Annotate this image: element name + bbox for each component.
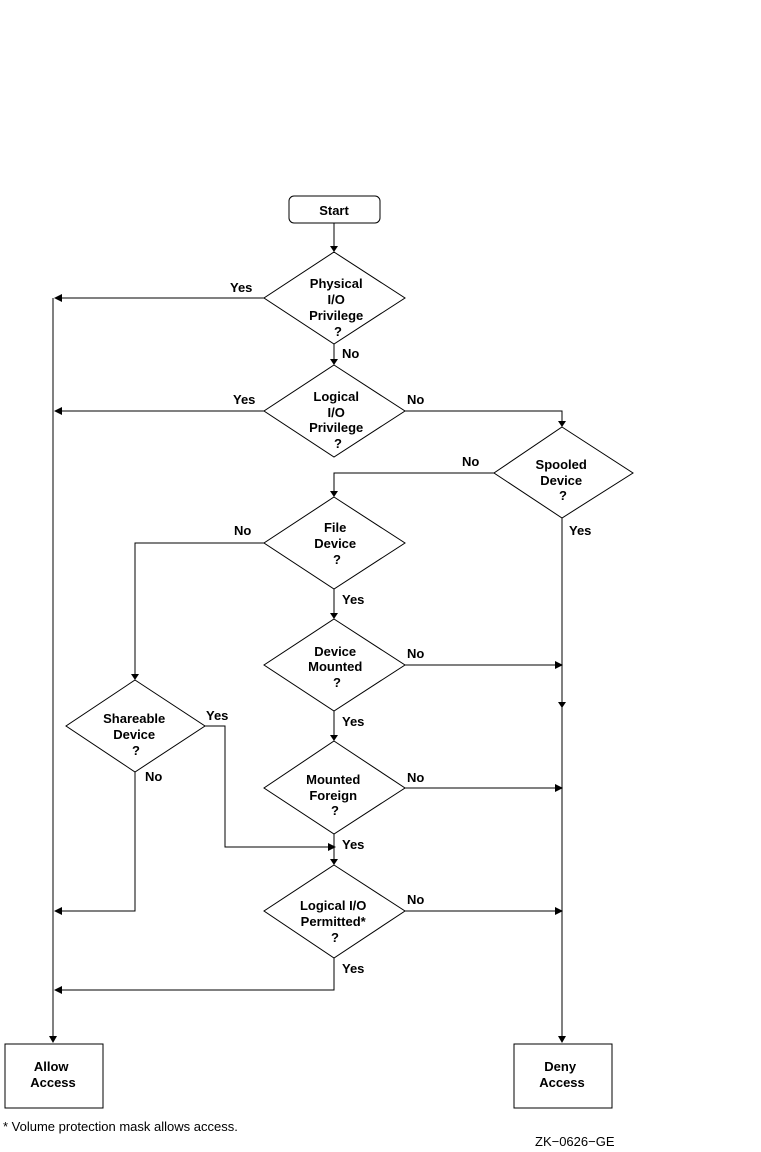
node-spooled-line-2: Device	[540, 473, 582, 488]
arrowhead	[54, 294, 62, 302]
node-permitted-line-3: ?	[331, 930, 339, 945]
arrowhead	[558, 1036, 566, 1043]
arrowhead	[330, 359, 338, 365]
node-logical-line-3: Privilege	[309, 420, 363, 435]
arrowhead	[558, 421, 566, 427]
node-spooled-line-1: Spooled	[536, 457, 587, 472]
node-foreign-line-2: Foreign	[309, 788, 357, 803]
node-logical-line-4: ?	[334, 436, 342, 451]
edge-label-physical-no: No	[342, 346, 359, 361]
arrowhead	[330, 246, 338, 252]
svg-text:Logical I/O Permitted*: Logical I/O Permitted* ?	[300, 898, 370, 945]
arrowhead	[555, 661, 563, 669]
node-file-line-3: ?	[333, 552, 341, 567]
node-device-mounted: Device Mounted ?	[263, 618, 406, 712]
node-physical-io-privilege: Physical I/O Privilege ?	[263, 251, 406, 345]
node-file-line-1: File	[324, 520, 346, 535]
edge-label-spooled-no: No	[462, 454, 479, 469]
edge-label-mounted-no: No	[407, 646, 424, 661]
svg-text:Physical I/O Privi: Physical I/O Privilege ?	[309, 276, 367, 339]
node-physical-line-2: I/O	[328, 292, 345, 307]
node-file-line-2: Device	[314, 536, 356, 551]
arrowhead	[131, 674, 139, 680]
node-foreign-line-1: Mounted	[306, 772, 360, 787]
arrowhead	[330, 735, 338, 741]
svg-text:File Device ?: File Device ?	[314, 520, 360, 567]
edge-label-file-yes: Yes	[342, 592, 364, 607]
node-deny-line-2: Access	[539, 1075, 585, 1090]
node-mounted-line-2: Mounted	[308, 659, 362, 674]
arrowhead	[49, 1036, 57, 1043]
arrowheads	[49, 246, 566, 1043]
node-permitted-line-2: Permitted*	[301, 914, 367, 929]
node-mounted-foreign: Mounted Foreign ?	[263, 740, 406, 835]
edge-label-logical-yes: Yes	[233, 392, 255, 407]
node-shareable-device: Shareable Device ?	[65, 679, 206, 773]
svg-text:Deny Access: Deny Access	[539, 1059, 585, 1090]
edge-label-physical-yes: Yes	[230, 280, 252, 295]
svg-text:Allow Access: Allow Access	[30, 1059, 76, 1090]
node-allow-line-1: Allow	[34, 1059, 70, 1074]
edge-label-mounted-yes: Yes	[342, 714, 364, 729]
edge-label-foreign-yes: Yes	[342, 837, 364, 852]
figure-id: ZK−0626−GE	[535, 1134, 615, 1149]
node-physical-line-3: Privilege	[309, 308, 363, 323]
svg-text:Device Mounted ?: Device Mounted ?	[308, 644, 366, 690]
node-permitted-line-1: Logical I/O	[300, 898, 366, 913]
node-spooled-line-3: ?	[559, 488, 567, 503]
edge-label-permitted-no: No	[407, 892, 424, 907]
footnote: * Volume protection mask allows access.	[3, 1119, 238, 1134]
arrowhead	[328, 843, 336, 851]
edge-label-permitted-yes: Yes	[342, 961, 364, 976]
node-file-device: File Device ?	[263, 496, 406, 590]
node-shareable-line-3: ?	[132, 743, 140, 758]
node-foreign-line-3: ?	[331, 803, 339, 818]
node-deny-access: Deny Access	[513, 1043, 613, 1109]
node-logical-io-permitted: Logical I/O Permitted* ?	[263, 864, 406, 959]
edge-label-shareable-yes: Yes	[206, 708, 228, 723]
arrowhead	[330, 859, 338, 865]
svg-text:Spooled Device ?: Spooled Device ?	[536, 457, 591, 503]
node-start: Start	[288, 195, 381, 224]
node-shareable-line-1: Shareable	[103, 711, 165, 726]
node-spooled-device: Spooled Device ?	[493, 426, 634, 519]
edge-label-file-no: No	[234, 523, 251, 538]
edge-labels: Yes No Yes No No Yes No Yes No Yes Yes N…	[145, 280, 591, 976]
node-deny-line-1: Deny	[544, 1059, 577, 1074]
arrowhead	[54, 407, 62, 415]
node-mounted-line-3: ?	[333, 675, 341, 690]
node-logical-io-privilege: Logical I/O Privilege ?	[263, 364, 406, 458]
arrowhead	[54, 907, 62, 915]
arrowhead	[558, 702, 566, 708]
edge-label-shareable-no: No	[145, 769, 162, 784]
arrowhead	[330, 491, 338, 497]
arrowhead	[555, 784, 563, 792]
node-shareable-line-2: Device	[113, 727, 155, 742]
arrowhead	[54, 986, 62, 994]
svg-text:Mounted Foreign ?: Mounted Foreign ?	[306, 772, 364, 818]
edge-label-spooled-yes: Yes	[569, 523, 591, 538]
edge-label-foreign-no: No	[407, 770, 424, 785]
node-logical-line-2: I/O	[328, 405, 345, 420]
svg-text:Logical I/O Privil: Logical I/O Privilege ?	[309, 389, 367, 451]
node-start-label: Start	[319, 203, 349, 218]
arrowhead	[330, 613, 338, 619]
node-physical-line-4: ?	[334, 324, 342, 339]
node-physical-line-1: Physical	[310, 276, 363, 291]
arrowhead	[555, 907, 563, 915]
connectors	[52, 223, 563, 1036]
svg-text:Shareable Device ?: Shareable Device ?	[103, 711, 169, 758]
node-mounted-line-1: Device	[314, 644, 356, 659]
node-allow-line-2: Access	[30, 1075, 76, 1090]
edge-label-logical-no: No	[407, 392, 424, 407]
node-allow-access: Allow Access	[4, 1043, 104, 1109]
node-logical-line-1: Logical	[313, 389, 359, 404]
